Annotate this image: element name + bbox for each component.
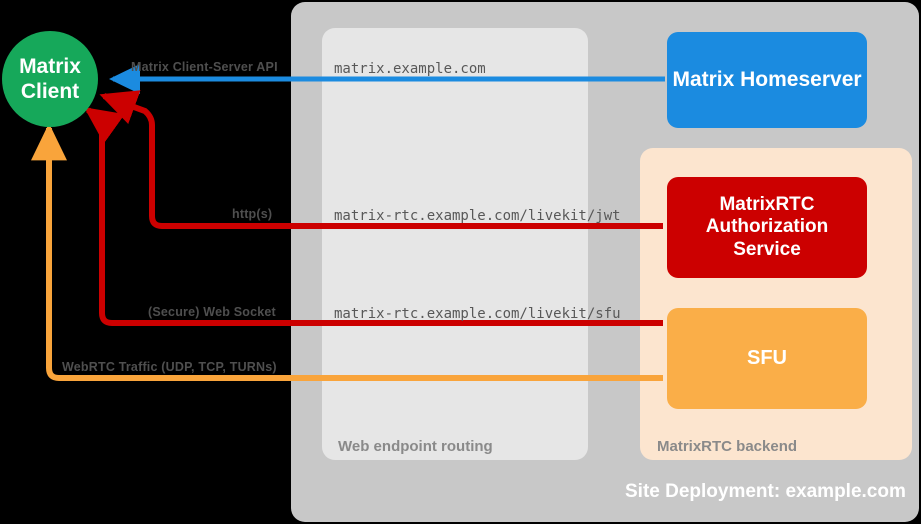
node-matrix-client[interactable] — [2, 31, 98, 127]
edge-label-matrix-client-server-api: Matrix Client-Server API — [131, 60, 278, 74]
node-matrixrtc-authorization-service[interactable] — [667, 177, 867, 278]
edge-label-livekit-sfu-websocket: (Secure) Web Socket — [148, 305, 276, 319]
url-livekit-jwt: matrix-rtc.example.com/livekit/jwt — [334, 208, 621, 224]
node-matrix-homeserver[interactable] — [667, 32, 867, 128]
node-sfu[interactable] — [667, 308, 867, 409]
url-matrix-example-com: matrix.example.com — [334, 61, 486, 77]
edge-label-webrtc-traffic: WebRTC Traffic (UDP, TCP, TURNs) — [62, 360, 277, 374]
site-deployment-caption: Site Deployment: example.com — [625, 481, 906, 502]
group-matrixrtc-backend-caption: MatrixRTC backend — [657, 438, 798, 455]
edge-livekit-sfu-websocket — [84, 107, 663, 326]
edge-label-livekit-jwt: http(s) — [232, 207, 273, 221]
edge-webrtc-traffic — [30, 123, 663, 381]
edge-livekit-jwt-path — [99, 90, 663, 229]
group-web-endpoint-routing — [322, 28, 588, 460]
group-web-endpoint-routing-caption: Web endpoint routing — [338, 438, 493, 455]
url-livekit-sfu: matrix-rtc.example.com/livekit/sfu — [334, 306, 621, 322]
